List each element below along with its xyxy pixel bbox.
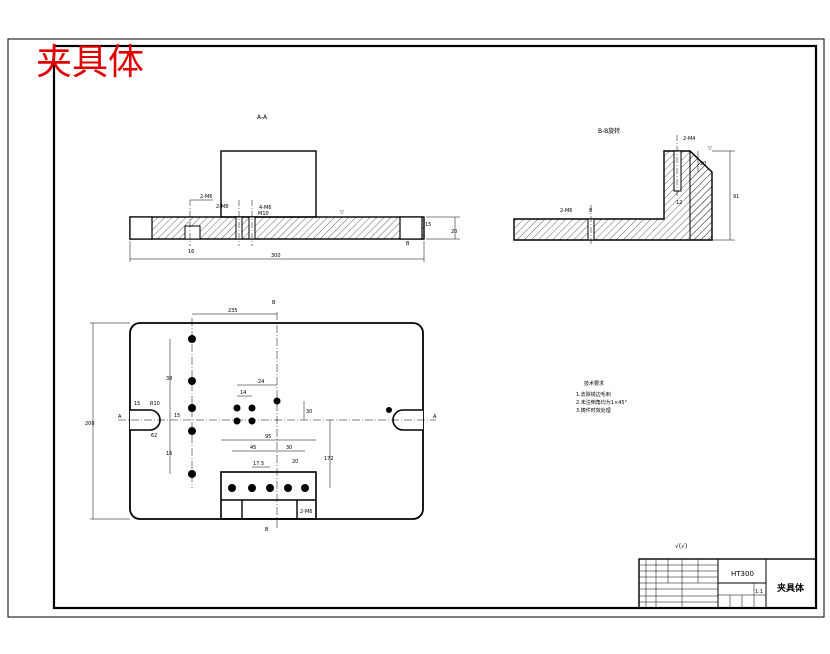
section-bb-label: B-B旋转	[598, 127, 620, 135]
plan-section-b-bottom: B	[265, 527, 269, 533]
sheet-title: 夹具体	[36, 42, 144, 83]
plan-hole	[233, 417, 241, 425]
plan-dim-235: 235	[228, 308, 238, 314]
plan-block-hole	[301, 484, 309, 492]
notes-line-1: 1.去除锐边毛刺	[576, 391, 611, 398]
aa-overall-length: 300	[271, 253, 281, 259]
outer-border	[7, 38, 825, 618]
aa-roughness: ▽	[340, 210, 344, 216]
aa-counterbore	[184, 225, 201, 240]
plan-dim-16: 16	[166, 451, 172, 457]
plan-dim-20: 20	[292, 459, 298, 465]
bb-height-91: 91	[733, 194, 739, 200]
plan-dim-62: 62	[151, 433, 157, 439]
plan-block-hole	[284, 484, 292, 492]
plan-outline	[129, 322, 424, 520]
aa-label-m10: M10	[258, 211, 269, 217]
plan-dim-95: 95	[265, 434, 271, 440]
plan-dim-172: 172	[324, 456, 334, 462]
plan-block-hole	[228, 484, 236, 492]
notes-line-2: 2.未注倒角均为1×45°	[576, 399, 628, 406]
plan-hole	[188, 427, 196, 435]
plan-dim-24: 24	[258, 379, 264, 385]
bb-profile	[513, 150, 713, 241]
notes-line-3: 3.铸件时效处理	[576, 407, 611, 414]
plan-dim-r10: R10	[150, 401, 160, 407]
aa-label-2m6: 2-M6	[200, 194, 212, 200]
plan-bottom-block	[220, 471, 317, 520]
aa-thickness-15: 15	[425, 222, 431, 228]
section-aa-label: A-A	[257, 114, 268, 121]
bb-height-20: 20	[700, 161, 706, 167]
plan-block-hole	[266, 484, 274, 492]
aa-base-plate	[129, 216, 425, 240]
aa-thickness-20: 20	[451, 229, 457, 235]
plan-dim-15: 15	[174, 413, 180, 419]
plan-hole	[188, 404, 196, 412]
plan-dim-14: 14	[240, 390, 246, 396]
plan-view: 235 24 14 30 172 95 45 30 17.5 20 200 38…	[85, 300, 437, 533]
plan-dim-17-5: 17.5	[253, 461, 264, 467]
plan-dim-38: 38	[166, 376, 172, 382]
aa-right-slot	[399, 216, 423, 240]
plan-section-a-left: A	[118, 414, 122, 420]
title-block-material: HT300	[731, 570, 754, 578]
aa-datum-b: B	[406, 241, 410, 247]
plan-block-hole	[248, 484, 256, 492]
general-roughness: √(√)	[675, 543, 687, 550]
notes-heading: 技术要求	[584, 380, 604, 387]
plan-section-b-top: B	[272, 300, 276, 306]
technical-notes: 技术要求 1.去除锐边毛刺 2.未注倒角均为1×45° 3.铸件时效处理	[576, 380, 628, 414]
plan-hole	[188, 335, 196, 343]
plan-dim-30b: 30	[286, 445, 292, 451]
aa-label-4m6: 4-M6	[259, 205, 271, 211]
plan-dim-30: 30	[306, 409, 312, 415]
plan-hole	[188, 470, 196, 478]
bb-label-12: 12	[676, 200, 682, 206]
bb-label-8: 8	[589, 208, 592, 214]
bb-label-2m4: 2-M4	[683, 136, 695, 142]
aa-label-2m8: 2-M8	[216, 204, 228, 210]
plan-hole	[233, 404, 241, 412]
title-block: HT300 夹具体 1:1	[638, 558, 817, 609]
aa-left-slot	[129, 216, 153, 240]
bb-label-2m6: 2-M6	[560, 208, 572, 214]
plan-dim-15b: 15	[134, 401, 140, 407]
plan-dim-45: 45	[250, 445, 256, 451]
plan-hole	[273, 397, 281, 405]
plan-hole	[248, 417, 256, 425]
inner-frame	[52, 44, 818, 610]
bb-roughness: ▽	[708, 146, 712, 152]
title-block-scale: 1:1	[755, 589, 763, 595]
bb-bore	[673, 150, 682, 192]
aa-label-16: 16	[188, 249, 194, 255]
plan-hole	[248, 404, 256, 412]
section-aa-view: A-A 2-M6 2-M8 4-M6 M10 16 300 20 15 B	[129, 114, 460, 262]
plan-section-a-right: A	[433, 414, 437, 420]
plan-dim-width: 200	[85, 421, 95, 427]
plan-hole	[386, 407, 392, 413]
plan-hole	[188, 377, 196, 385]
section-bb-view: B-B旋转 2-M4 2-M6 8 12 91 20 ▽	[513, 127, 739, 246]
title-block-name: 夹具体	[777, 582, 805, 594]
plan-label-2m6: 2-M6	[300, 509, 312, 515]
